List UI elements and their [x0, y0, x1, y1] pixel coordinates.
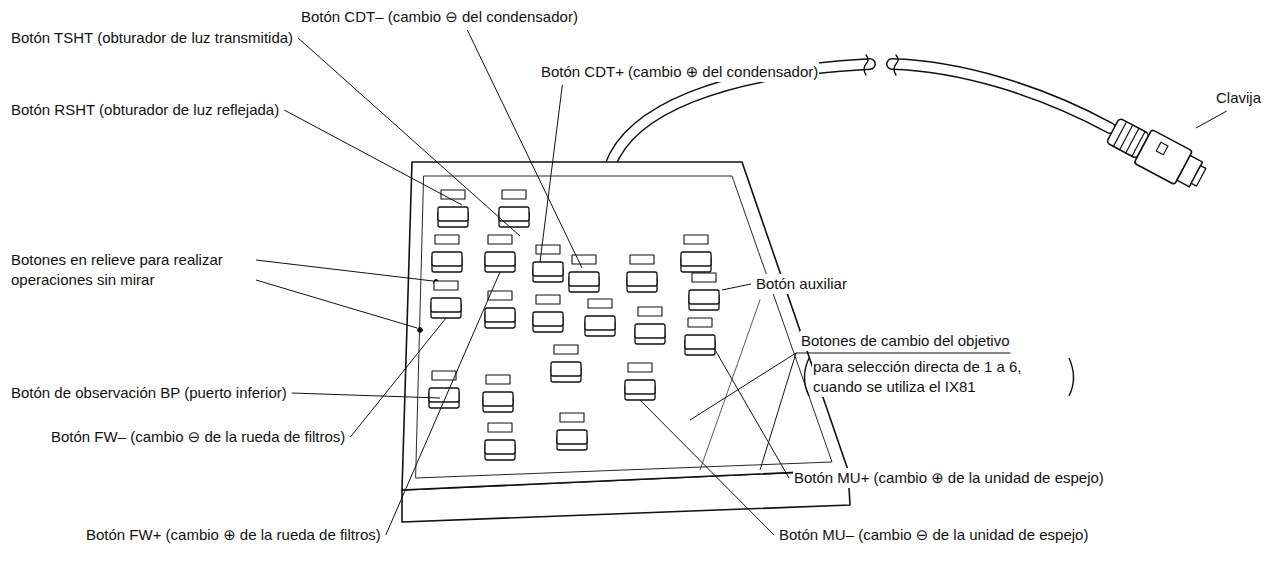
key-button [585, 316, 615, 330]
key-button [551, 362, 581, 376]
key-button [431, 298, 461, 312]
indicator-lamp [688, 318, 712, 327]
key-button [533, 262, 563, 276]
cable-break [894, 55, 898, 75]
callout-label: Botón de observación BP (puerto inferior… [10, 383, 288, 403]
indicator-lamp [572, 255, 596, 264]
cable [892, 64, 1110, 128]
callout-label: para selección directa de 1 a 6, cuando … [812, 357, 1064, 397]
key-button [485, 308, 515, 322]
leader-line [1196, 111, 1227, 128]
indicator-lamp [434, 281, 458, 290]
key-button [485, 252, 515, 266]
leader-line [386, 272, 500, 535]
indicator-lamp [554, 345, 578, 354]
indicator-lamp [488, 235, 512, 244]
key-button [533, 312, 563, 326]
callout-label: Botón FW+ (cambio ⊕ de la rueda de filtr… [85, 525, 382, 545]
leader-line [284, 110, 462, 205]
cable-break [864, 55, 868, 75]
key-button [485, 440, 515, 454]
key-button [685, 335, 715, 349]
indicator-lamp [432, 371, 456, 380]
indicator-lamp [502, 190, 526, 199]
indicator-lamp [486, 375, 510, 384]
cable [892, 64, 1110, 128]
key-button [557, 430, 587, 444]
indicator-lamp [488, 423, 512, 432]
callout-label: Botón TSHT (obturador de luz transmitida… [10, 28, 294, 48]
indicator-lamp [560, 413, 584, 422]
indicator-lamp [588, 299, 612, 308]
key-button [627, 272, 657, 286]
key-button [689, 290, 719, 304]
part-label: Clavija [1215, 88, 1262, 108]
leader-line [796, 353, 1010, 354]
leader-line [292, 393, 440, 398]
leader-line [540, 85, 562, 262]
key-button [625, 380, 655, 394]
indicator-lamp [684, 235, 708, 244]
leader-line [722, 284, 751, 290]
indicator-lamp [630, 255, 654, 264]
leader-line [298, 38, 520, 236]
keypad-top [402, 162, 848, 490]
leader-line [714, 348, 789, 478]
indicator-lamp [628, 363, 652, 372]
indicator-lamp [441, 190, 465, 199]
callout-label: Botones en relieve para realizar operaci… [10, 250, 252, 290]
callout-label: Botones de cambio del objetivo [800, 331, 1010, 351]
indicator-lamp [536, 245, 560, 254]
key-button [569, 272, 599, 286]
key-button [635, 324, 665, 338]
leader-line [640, 400, 774, 535]
bracket [1069, 358, 1074, 396]
relief-dot [418, 328, 423, 333]
key-button [681, 252, 711, 266]
bracket [805, 358, 810, 396]
key-button [483, 392, 513, 406]
callout-label: Botón RSHT (obturador de luz reflejada) [10, 100, 280, 120]
leader-line [350, 318, 446, 437]
callout-label: Botón FW– (cambio ⊖ de la rueda de filtr… [50, 427, 346, 447]
callout-label: Botón CDT– (cambio ⊖ del condensador) [300, 7, 579, 27]
callout-label: Botón auxiliar [755, 274, 848, 294]
leader-line [256, 280, 417, 328]
leader-line [760, 353, 796, 470]
key-button [499, 207, 529, 221]
key-button [438, 207, 468, 221]
plug [1104, 114, 1210, 194]
keypad-panel [416, 176, 832, 478]
keys [429, 190, 719, 460]
callout-label: Botón MU– (cambio ⊖ de la unidad de espe… [778, 525, 1089, 545]
callout-label: Botón CDT+ (cambio ⊕ del condensador) [540, 62, 819, 82]
indicator-lamp [435, 235, 459, 244]
indicator-lamp [638, 307, 662, 316]
callout-label: Botón MU+ (cambio ⊕ de la unidad de espe… [793, 468, 1105, 488]
indicator-lamp [536, 295, 560, 304]
indicator-lamp [692, 273, 716, 282]
key-button [432, 252, 462, 266]
leader-line [690, 353, 796, 420]
leader-line [256, 260, 433, 281]
